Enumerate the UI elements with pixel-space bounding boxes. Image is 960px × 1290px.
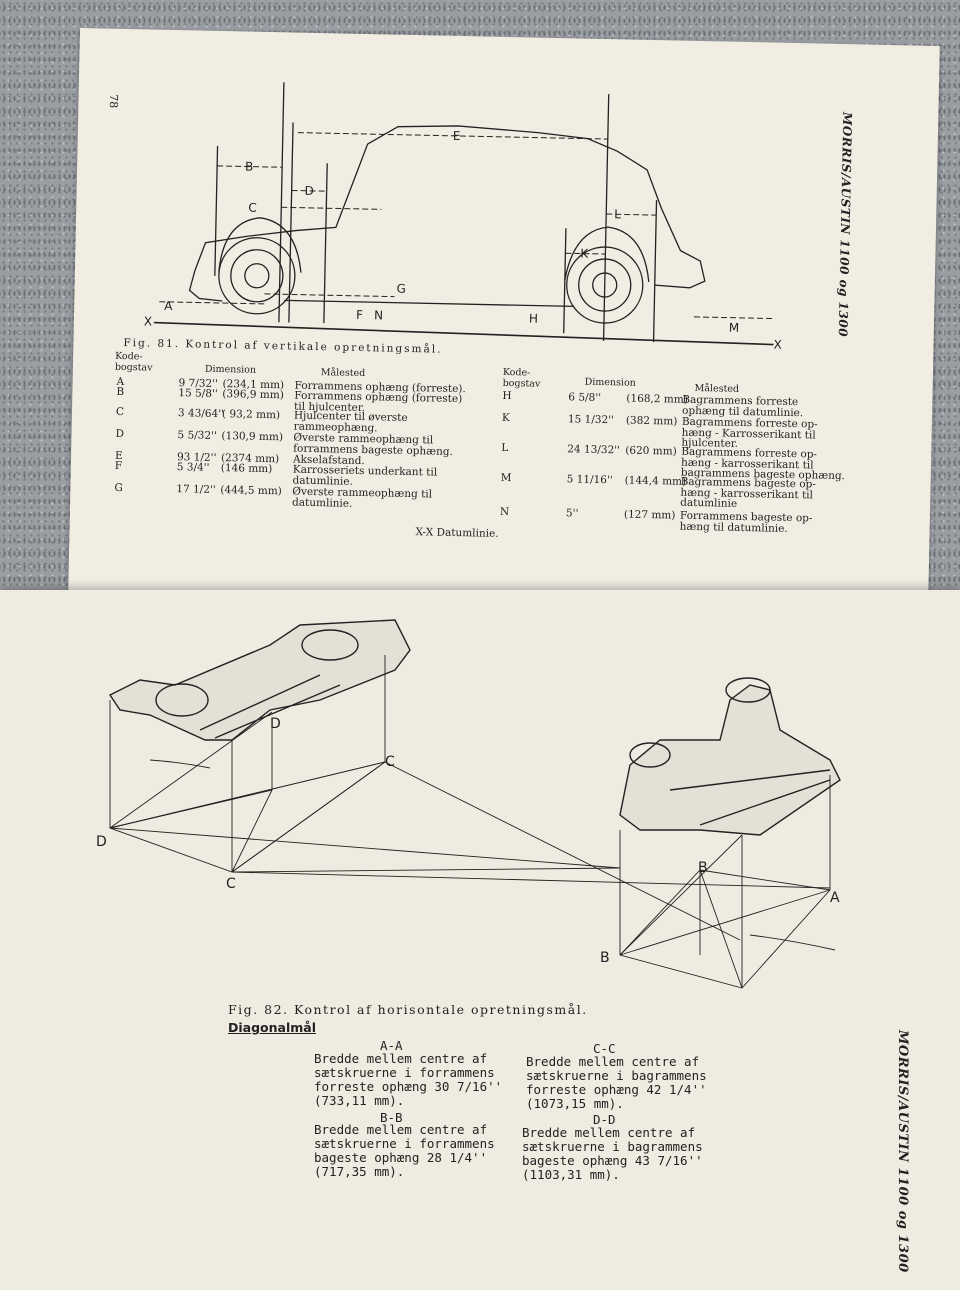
label-M: M bbox=[729, 321, 740, 335]
label-F: F bbox=[356, 308, 363, 322]
table-code: H bbox=[502, 389, 512, 403]
book-title-bottom: MORRIS/AUSTIN 1100 og 1300 bbox=[895, 1030, 910, 1273]
label-X-left: X bbox=[144, 314, 153, 328]
label-A: A bbox=[164, 299, 173, 313]
table-inch: 6 5/8'' bbox=[568, 391, 602, 404]
table-code: G bbox=[114, 481, 123, 494]
label-B: B bbox=[245, 159, 254, 173]
label-B-top: B bbox=[698, 860, 708, 876]
page-number: 78 bbox=[106, 94, 121, 109]
car-side-diagram: E B D C L K G A F N H M X X bbox=[144, 82, 782, 352]
left-col-header-place: Målested bbox=[320, 367, 366, 380]
left-col-header-code: Kode- bogstav bbox=[114, 350, 153, 374]
label-DD: D-D bbox=[593, 1112, 616, 1127]
right-table: H 6 5/8'' (168,2 mm)Bagrammens forreste op… bbox=[499, 389, 882, 549]
right-col-header-dimension: Dimension bbox=[584, 376, 636, 389]
left-col-header-dimension: Dimension bbox=[204, 363, 257, 376]
label-G: G bbox=[396, 282, 406, 296]
table-inch: 3 43/64'' bbox=[177, 407, 225, 421]
table-inch: 5 11/16'' bbox=[566, 473, 613, 487]
label-K: K bbox=[580, 247, 589, 261]
table-code: C bbox=[115, 405, 125, 419]
label-A-right: A bbox=[830, 890, 840, 906]
table-inch: 5 3/4'' bbox=[176, 461, 210, 474]
table-desc: Forrammens bageste op- hæng til datumlin… bbox=[679, 509, 813, 535]
table-mm: (130,9 mm) bbox=[221, 430, 284, 444]
label-H: H bbox=[529, 311, 538, 325]
block-DD: Bredde mellem centre af sætskruerne i ba… bbox=[522, 1125, 703, 1182]
table-code: K bbox=[501, 411, 510, 425]
label-C-right: C bbox=[385, 754, 395, 770]
bottom-page: D C D C B A B A Fig. 82. Kontrol af hori… bbox=[0, 590, 960, 1290]
table-mm: (168,2 mm) bbox=[626, 392, 688, 406]
table-mm: (144,4 mm) bbox=[624, 474, 687, 488]
table-desc: Øverste rammeophæng til datumlinie. bbox=[291, 485, 433, 510]
label-N: N bbox=[374, 308, 383, 322]
label-D-left: D bbox=[96, 834, 107, 850]
table-inch: 17 1/2'' bbox=[176, 483, 216, 496]
label-B-left: B bbox=[600, 950, 610, 966]
label-C-bottom: C bbox=[226, 876, 236, 892]
table-code: N bbox=[499, 505, 510, 519]
table-code: L bbox=[501, 441, 509, 455]
table-mm: (146 mm) bbox=[220, 462, 273, 476]
table-mm: (127 mm) bbox=[623, 508, 676, 522]
table-desc: Bagrammens bageste op- hæng - karrosseri… bbox=[680, 475, 816, 510]
table-desc: Hjulcenter til øverste rammeophæng. bbox=[293, 409, 408, 434]
label-X-right: X bbox=[773, 338, 782, 352]
table-code: M bbox=[500, 471, 512, 485]
fig82-caption: Fig. 82. Kontrol af horisontale opretnin… bbox=[228, 1002, 588, 1017]
datum-line-note: X-X Datumlinie. bbox=[415, 526, 499, 540]
table-inch: 5 5/32'' bbox=[177, 429, 217, 442]
label-D: D bbox=[304, 184, 314, 198]
table-mm: (620 mm) bbox=[625, 444, 677, 458]
label-AA: A-A bbox=[380, 1038, 403, 1053]
label-C: C bbox=[248, 201, 257, 215]
label-L: L bbox=[614, 207, 621, 221]
book-title-top: MORRIS/AUSTIN 1100 og 1300 bbox=[835, 111, 855, 338]
label-E: E bbox=[453, 129, 461, 143]
table-desc: Bagrammens forreste ophæng til datumlini… bbox=[682, 393, 804, 419]
table-code: F bbox=[114, 459, 123, 472]
label-D-top: D bbox=[270, 716, 281, 732]
diagonal-heading: Diagonalmål bbox=[228, 1020, 316, 1035]
label-BB: B-B bbox=[380, 1110, 403, 1125]
block-BB: Bredde mellem centre af sætskruerne i fo… bbox=[314, 1122, 495, 1179]
table-inch: 15 1/32'' bbox=[567, 413, 615, 427]
table-inch: 5'' bbox=[565, 507, 579, 520]
table-mm: (444,5 mm) bbox=[220, 484, 282, 498]
table-mm: ( 93,2 mm) bbox=[221, 408, 281, 422]
label-CC: C-C bbox=[593, 1041, 616, 1056]
subframe-diagram: D C D C B A B A bbox=[96, 619, 841, 989]
table-mm: (396,9 mm) bbox=[222, 388, 284, 402]
table-inch: 24 13/32'' bbox=[567, 443, 621, 457]
block-CC: Bredde mellem centre af sætskruerne i ba… bbox=[526, 1054, 707, 1111]
table-code: B bbox=[116, 385, 125, 399]
top-page: 78 MORRIS/AUSTIN 1100 og 1300 E bbox=[67, 28, 940, 638]
right-col-header-place: Målested bbox=[694, 382, 740, 395]
table-code: D bbox=[115, 427, 125, 441]
table-inch: 15 5/8'' bbox=[178, 387, 218, 400]
table-mm: (382 mm) bbox=[625, 414, 678, 428]
right-col-header-code: Kode- bogstav bbox=[502, 366, 541, 390]
block-AA: Bredde mellem centre af sætskruerne i fo… bbox=[314, 1051, 503, 1108]
table-desc: Karrosseriets underkant til datumlinie. bbox=[292, 463, 438, 488]
